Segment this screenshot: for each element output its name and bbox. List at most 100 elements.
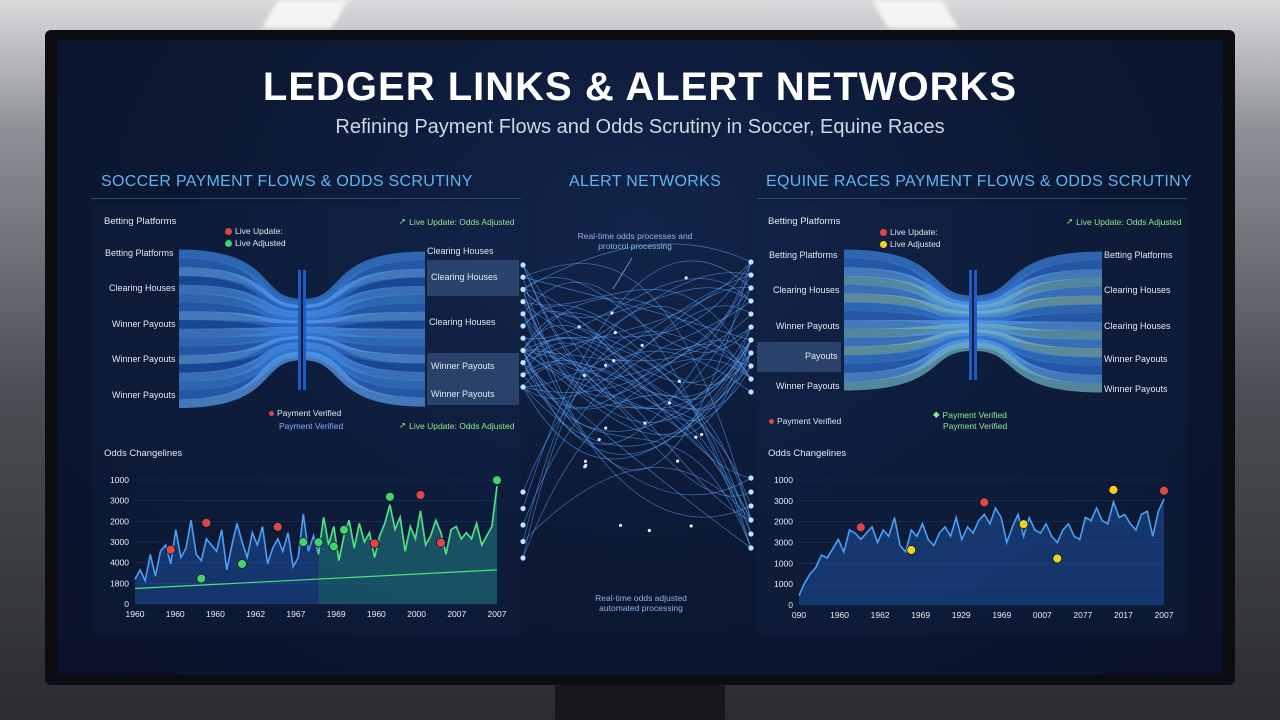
network-node [700, 432, 704, 437]
equine-right-node: Winner Payouts [1104, 384, 1168, 394]
event-marker [906, 545, 917, 555]
network-link [522, 313, 752, 362]
up-arrow-icon: ➚ [399, 420, 407, 430]
event-marker [328, 541, 339, 552]
equine-left-node: Clearing Houses [773, 285, 840, 295]
network-endpoint [520, 384, 526, 390]
event-marker [436, 537, 446, 548]
network-link [522, 263, 752, 521]
equine-platforms-label: Betting Platforms [768, 216, 841, 227]
alert-network-graph [520, 243, 754, 561]
event-marker [1159, 485, 1169, 496]
network-node [667, 401, 672, 405]
soccer-odds-label: Odds Changelines [104, 448, 183, 459]
equine-left-node: Payouts [757, 342, 841, 372]
event-marker [313, 537, 324, 548]
network-node [583, 459, 588, 464]
network-endpoint [748, 389, 754, 395]
network-endpoint [748, 311, 754, 317]
series-area-green [318, 486, 497, 604]
soccer-right-node: Clearing Houses [427, 260, 519, 296]
equine-right-node: Betting Platforms [1104, 250, 1173, 260]
network-link [522, 342, 752, 422]
network-node [684, 276, 688, 280]
x-tick-label: 1969 [992, 610, 1011, 620]
y-tick-label: 1000 [774, 579, 793, 589]
network-node [647, 528, 651, 533]
y-tick-label: 1000 [110, 475, 129, 485]
alert-dot-icon [769, 418, 774, 424]
network-endpoint [520, 286, 526, 292]
soccer-legend-red: Live Update: [225, 226, 283, 236]
equine-right-node: Clearing Houses [1104, 285, 1171, 295]
x-tick-label: 1960 [830, 610, 849, 620]
network-endpoint [520, 335, 526, 341]
event-marker [979, 497, 990, 508]
event-marker [385, 491, 395, 502]
network-link [522, 264, 752, 409]
network-link [522, 339, 752, 398]
network-link [522, 289, 752, 367]
equine-top-note: ➚Live Update: Odds Adjusted [1066, 216, 1182, 227]
x-tick-label: 090 [792, 610, 806, 620]
x-tick-label: 1969 [327, 609, 346, 619]
monitor-stand [555, 680, 725, 720]
network-endpoint [520, 489, 526, 495]
event-marker [339, 524, 349, 535]
x-tick-label: 2007 [447, 609, 466, 619]
network-endpoint [748, 298, 754, 304]
network-endpoint [748, 337, 754, 343]
network-link [522, 276, 752, 341]
equine-left-node: Winner Payouts [776, 321, 840, 331]
soccer-bottom-note: ➚Live Update: Odds Adjusted [399, 420, 515, 431]
network-link [522, 277, 752, 353]
network-endpoint [520, 299, 526, 305]
network-node [613, 330, 617, 335]
network-link [522, 350, 752, 496]
page-title: LEDGER LINKS & ALERT NETWORKS [262, 65, 1018, 109]
equine-legend-yellow: Live Adjusted [880, 239, 941, 249]
y-tick-label: 1800 [110, 578, 129, 588]
verified-dot-icon [225, 239, 232, 247]
event-marker [1052, 553, 1063, 564]
equine-legend-red: Live Update: [880, 227, 938, 237]
network-link [522, 326, 752, 559]
x-tick-label: 0007 [1033, 610, 1052, 620]
x-tick-label: 1929 [952, 610, 971, 620]
soccer-payment-note-2: Payment Verified [279, 421, 344, 431]
network-link [522, 301, 752, 535]
network-link [522, 365, 752, 460]
network-node [643, 421, 647, 425]
network-endpoint [520, 360, 526, 366]
y-tick-label: 1000 [774, 475, 793, 485]
alert-dot-icon [225, 227, 232, 235]
network-endpoint [520, 262, 526, 268]
network-node [640, 343, 644, 347]
page-subtitle: Refining Payment Flows and Odds Scrutiny… [335, 116, 945, 138]
network-link [522, 289, 752, 479]
event-marker [369, 538, 380, 549]
series-area [799, 498, 1164, 605]
network-link [522, 467, 752, 542]
network-link [522, 305, 752, 372]
soccer-right-node: Clearing Houses [427, 246, 494, 256]
network-link [522, 352, 752, 455]
up-arrow-icon: ➚ [1066, 216, 1074, 226]
network-link [522, 350, 752, 549]
equine-right-node: Clearing Houses [1104, 321, 1171, 331]
network-endpoint [748, 350, 754, 356]
equine-payment-note-1: Payment Verified [769, 416, 841, 426]
equine-odds-label: Odds Changelines [768, 448, 847, 459]
series-line [798, 498, 1165, 596]
network-link [522, 331, 752, 559]
network-link [522, 272, 752, 376]
event-marker [855, 522, 866, 533]
x-tick-label: 1962 [871, 610, 890, 620]
y-tick-label: 2000 [110, 516, 129, 526]
network-link [522, 343, 752, 408]
y-tick-label: 3000 [110, 496, 129, 506]
event-marker [201, 517, 212, 528]
x-tick-label: 1967 [286, 609, 305, 619]
event-marker [1108, 484, 1119, 495]
